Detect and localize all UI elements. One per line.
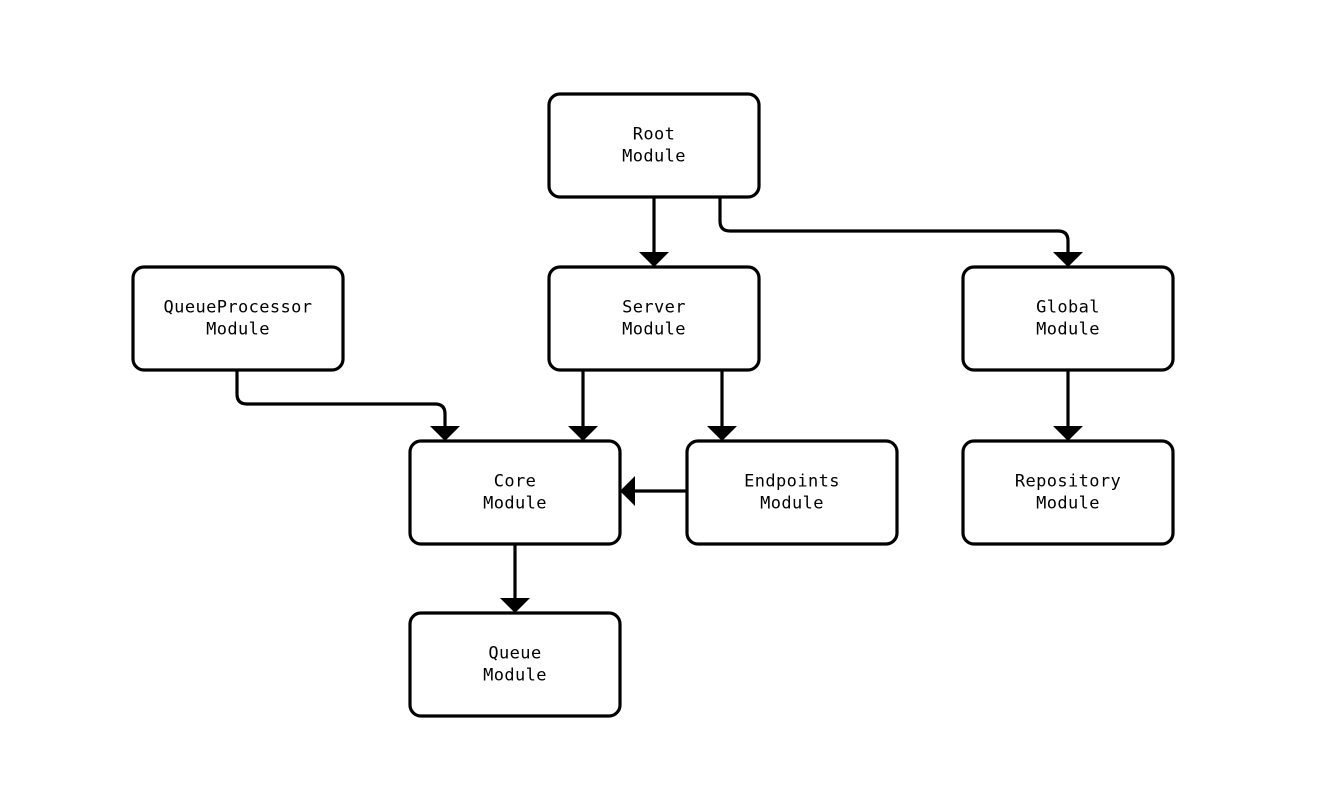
node-label-primary: Queue (488, 644, 541, 664)
node-box[interactable] (547, 92, 761, 199)
node-label-primary: Repository (1015, 472, 1121, 492)
node-box[interactable] (408, 439, 622, 546)
node-label-primary: Endpoints (744, 472, 840, 492)
edge-core-to-queue (500, 544, 530, 613)
node-label-secondary: Module (760, 494, 824, 514)
nodes-layer: RootModuleQueueProcessorModuleServerModu… (131, 92, 1175, 718)
edge-endpoints-to-core (620, 476, 687, 506)
node-box[interactable] (547, 265, 761, 372)
edge-queueprocessor-to-core (235, 370, 460, 441)
arrow-head-icon (639, 252, 669, 267)
arrow-head-icon (1053, 252, 1083, 267)
edge-root-to-server (639, 197, 669, 267)
edge-server-to-endpoints (707, 370, 737, 441)
node-label-primary: QueueProcessor (164, 298, 313, 318)
node-label-primary: Global (1036, 298, 1100, 318)
edge-line (235, 370, 447, 426)
edge-server-to-core (568, 370, 598, 441)
node-label-primary: Core (494, 472, 537, 492)
arrow-head-icon (430, 426, 460, 441)
node-label-primary: Root (633, 125, 676, 145)
node-label-secondary: Module (206, 320, 270, 340)
node-label-primary: Server (622, 298, 686, 318)
node-label-secondary: Module (483, 666, 547, 686)
node-box[interactable] (685, 439, 899, 546)
arrow-head-icon (707, 426, 737, 441)
arrow-head-icon (620, 476, 635, 506)
node-label-secondary: Module (622, 147, 686, 167)
edges-layer (235, 197, 1083, 613)
node-box[interactable] (131, 265, 345, 372)
node-box[interactable] (961, 439, 1175, 546)
node-label-secondary: Module (622, 320, 686, 340)
node-box[interactable] (961, 265, 1175, 372)
edge-line (718, 197, 1070, 252)
node-box[interactable] (408, 611, 622, 718)
arrow-head-icon (1053, 426, 1083, 441)
edge-root-to-global (718, 197, 1083, 267)
arrow-head-icon (500, 598, 530, 613)
node-label-secondary: Module (483, 494, 547, 514)
edge-global-to-repository (1053, 370, 1083, 441)
arrow-head-icon (568, 426, 598, 441)
node-label-secondary: Module (1036, 320, 1100, 340)
node-label-secondary: Module (1036, 494, 1100, 514)
